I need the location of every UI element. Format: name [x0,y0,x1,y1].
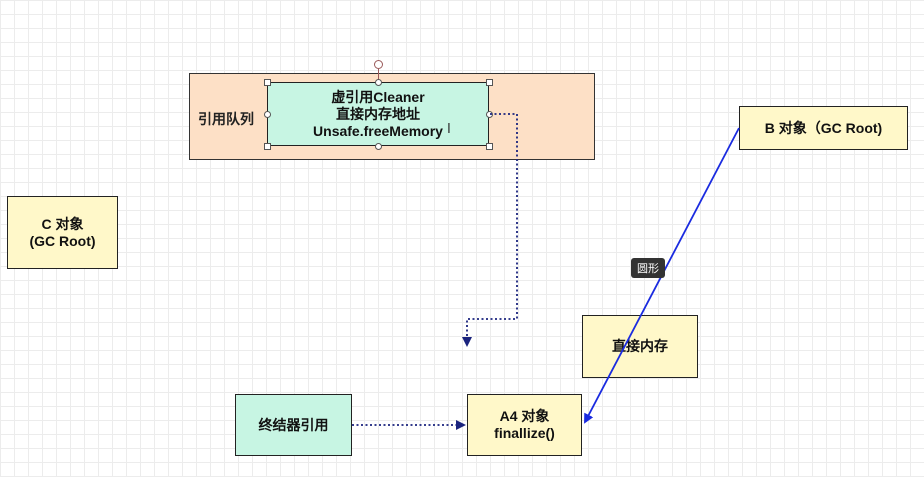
resize-handle-ne[interactable] [486,79,493,86]
finalizer-reference-label: 终结器引用 [258,416,329,433]
a4-object-node[interactable]: A4 对象 finallize() [467,394,582,456]
cleaner-line-3: Unsafe.freeMemory [313,122,443,139]
resize-handle-n[interactable] [375,79,382,86]
reference-queue-label: 引用队列 [198,111,254,127]
resize-handle-nw[interactable] [264,79,271,86]
rotate-handle[interactable] [374,60,383,69]
c-object-line-2: (GC Root) [29,232,96,249]
b-object-label: B 对象（GC Root) [764,119,883,136]
cleaner-line-1: 虚引用Cleaner [331,88,425,105]
resize-handle-e[interactable] [486,111,493,118]
resize-handle-w[interactable] [264,111,271,118]
a4-object-line-1: A4 对象 [499,408,550,424]
text-cursor-icon: Ⅰ [447,121,451,136]
shape-tooltip: 圆形 [631,258,665,278]
finalizer-reference-node[interactable]: 终结器引用 [235,394,352,456]
c-object-node[interactable]: C 对象 (GC Root) [7,196,118,269]
cleaner-line-2: 直接内存地址 [336,105,420,122]
rotate-stem [378,69,379,82]
c-object-line-1: C 对象 [41,215,84,232]
resize-handle-se[interactable] [486,143,493,150]
resize-handle-s[interactable] [375,143,382,150]
dotted-edge-cleaner[interactable] [462,113,518,347]
cleaner-node[interactable]: 虚引用Cleaner 直接内存地址 Unsafe.freeMemory [267,82,489,146]
resize-handle-sw[interactable] [264,143,271,150]
b-object-node[interactable]: B 对象（GC Root) [739,106,908,150]
a4-object-line-2: finallize() [494,425,555,441]
